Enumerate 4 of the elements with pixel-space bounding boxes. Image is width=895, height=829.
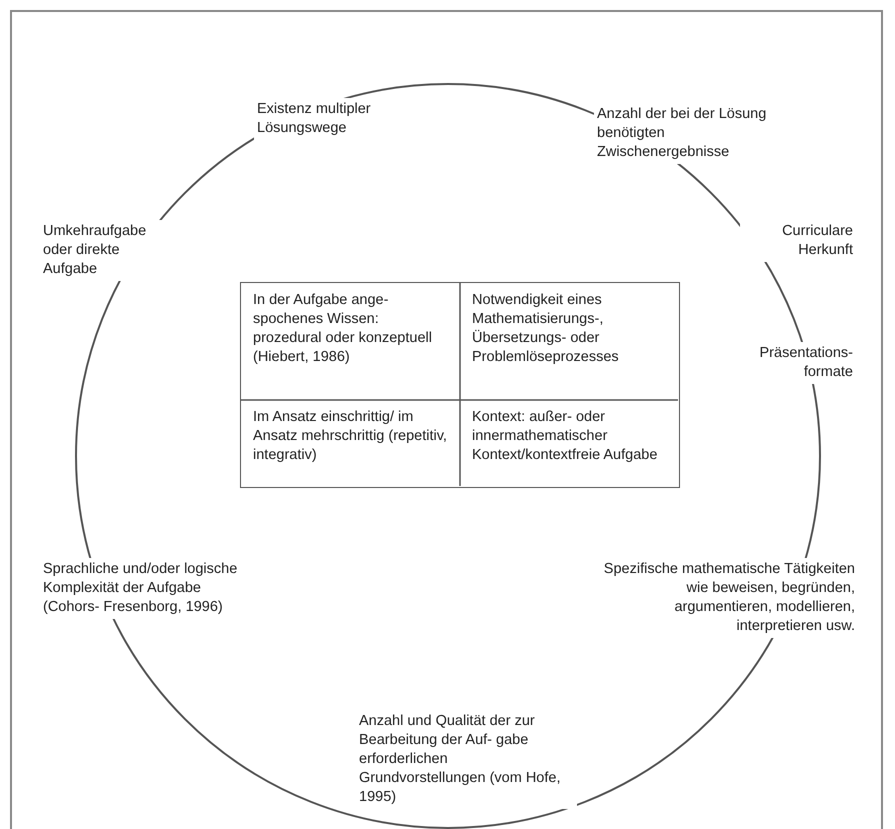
- table-cell-text: In der Aufgabe ange- spochenes Wissen: prozedural oder konzeptuell (Hiebert, 1986): [252, 291, 433, 367]
- table-cell-text: Kontext: außer- oder innermathematischer Kontext/kontextfreie Aufgabe: [471, 408, 658, 465]
- table-cell-text: Im Ansatz einschrittig/ im Ansatz mehrschrittig (repetitiv, integrativ): [252, 408, 448, 465]
- table-cell-text: Notwendigkeit eines Mathematisierungs-, Übersetzungs- oder Problemlöseprozesses: [471, 291, 620, 367]
